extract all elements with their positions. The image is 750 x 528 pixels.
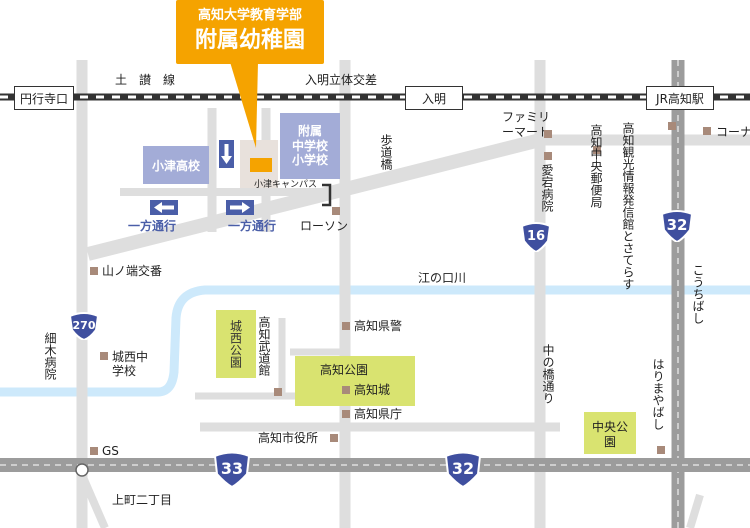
station-enkoji: 円行寺口 (14, 86, 74, 110)
joseishi-jhs-label: 城西中学校 (112, 350, 149, 379)
pref-police-label: 高知県警 (354, 319, 403, 333)
kochi-bashi-label: こうちばし (691, 264, 705, 324)
junior-high-block (280, 113, 340, 179)
nakanohashi-label: 中の橋通り (541, 344, 555, 404)
school-callout-box (176, 0, 324, 64)
post-office-marker (593, 146, 601, 154)
kamimachi-label: 上町二丁目 (112, 493, 173, 507)
route-16-number: 16 (526, 228, 546, 244)
harimayabashi-label: はりまやばし (651, 358, 665, 430)
chuo-park-block (584, 412, 636, 454)
major-roads (0, 60, 750, 528)
kochi-castle-marker (342, 386, 350, 394)
yamanohana-marker (90, 267, 98, 275)
city-hall-marker (330, 434, 338, 442)
pref-office-marker (342, 410, 350, 418)
budokan-marker (274, 388, 282, 396)
atago-hospital-marker (544, 152, 552, 160)
footbridge-marker (322, 183, 332, 207)
enokuchi-river-label: 江の口川 (418, 271, 467, 285)
ozu-campus-label: 小津キャンパス (254, 180, 318, 190)
lawson-label: ローソン (300, 219, 349, 233)
gs-label: GS (102, 444, 119, 458)
route-32-top-number: 32 (666, 216, 688, 234)
post-office-label: 高知中央郵便局 (589, 124, 603, 208)
route-33-number: 33 (220, 458, 244, 478)
harimayabashi-marker (657, 446, 665, 454)
tourism-center-marker (668, 122, 676, 130)
shiro-nishi-park-label: 城西公園 (228, 320, 243, 368)
route-32-shield-bottom: 32 (444, 449, 482, 487)
hosogi-hospital-label: 細木病院 (43, 332, 57, 380)
family-mart-marker (544, 130, 552, 138)
school-name-line1: 高知大学教育学部 (197, 8, 302, 23)
enokuchi-river (0, 285, 750, 397)
junior-high-label: 附属 中学校 小学校 (291, 124, 328, 168)
atago-hospital-label: 愛宕病院 (540, 164, 554, 212)
gs-marker (90, 447, 98, 455)
route-16-shield: 16 (520, 220, 552, 252)
route-270-number: 270 (72, 318, 96, 332)
shiro-nishi-park-block (216, 310, 256, 378)
crossing-label: 入明立体交差 (305, 73, 378, 87)
one-way-arrow-down (219, 140, 234, 168)
school-name-line2: 附属幼稚園 (194, 28, 305, 53)
kamimachi-stop-marker (75, 463, 89, 477)
dosan-line-label: 土 讃 線 (115, 73, 176, 87)
kochi-park-block (295, 356, 415, 406)
one-way-arrow-left (150, 200, 178, 215)
joseishi-jhs-marker (100, 352, 108, 360)
ozu-high-block (143, 146, 209, 184)
yamanohana-label: 山ノ端交番 (102, 264, 163, 278)
one-way-left-label: 一方通行 (128, 219, 177, 233)
station-iriake: 入明 (405, 86, 463, 110)
budokan-label: 高知武道館 (257, 316, 271, 376)
tourism-center-label: 高知観光情報発信館とさてらす (621, 122, 635, 290)
route-270-shield: 270 (68, 310, 100, 340)
family-mart-label: ファミリーマート (501, 110, 550, 139)
footbridge-label: 歩道橋 (379, 134, 393, 170)
konan-label: コーナン (716, 125, 750, 139)
chuo-park-label: 中央公園 (591, 420, 628, 449)
kochi-park-label: 高知公園 (320, 363, 369, 377)
route-33-shield: 33 (213, 449, 251, 487)
ozu-high-label: 小津高校 (151, 158, 200, 173)
route-32-shield-top: 32 (660, 208, 694, 242)
one-way-arrow-right (226, 200, 254, 215)
kochi-castle-label: 高知城 (354, 383, 391, 397)
school-callout-pointer (230, 62, 258, 148)
lawson-marker (332, 207, 340, 215)
station-jr-kochi: JR高知駅 (646, 86, 714, 110)
kindergarten-marker (250, 158, 272, 172)
one-way-right-label: 一方通行 (228, 219, 277, 233)
konan-marker (703, 127, 711, 135)
city-hall-label: 高知市役所 (258, 431, 319, 445)
pref-office-label: 高知県庁 (354, 407, 403, 421)
route-32-bottom-number: 32 (451, 458, 475, 478)
pref-police-marker (342, 322, 350, 330)
